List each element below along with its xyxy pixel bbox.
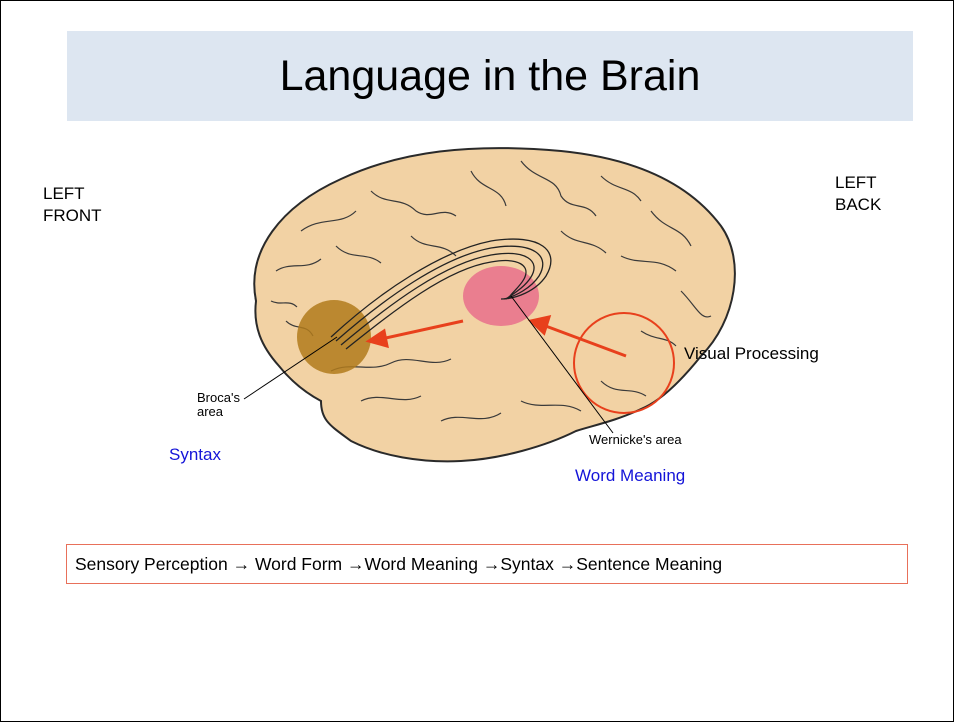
wernicke-label: Wernicke's area (589, 433, 682, 447)
broca-spot (297, 300, 371, 374)
pipeline-box: Sensory Perception → Word Form →Word Mea… (66, 544, 908, 584)
wernicke-spot (463, 266, 539, 326)
syntax-label: Syntax (169, 444, 221, 466)
pipeline-text: Sensory Perception → Word Form →Word Mea… (75, 554, 722, 575)
broca-label: Broca's area (197, 391, 240, 419)
left-front-label: LEFT FRONT (43, 183, 102, 227)
left-back-label: LEFT BACK (835, 172, 881, 216)
visual-processing-label: Visual Processing (684, 343, 819, 365)
word-meaning-label: Word Meaning (575, 465, 685, 487)
